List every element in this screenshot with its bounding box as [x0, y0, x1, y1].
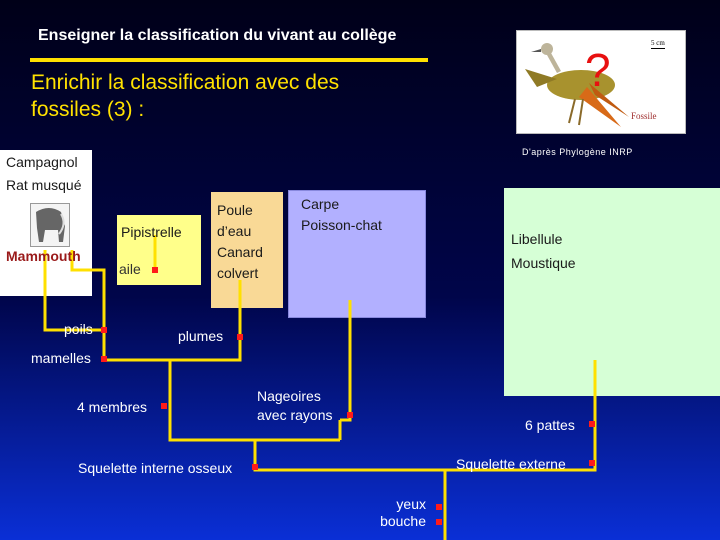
trait-mamelles: mamelles: [31, 350, 91, 366]
node-yeux: [436, 504, 442, 510]
label-birds: Poule d’eau Canard colvert: [217, 200, 263, 284]
label-moustique: Moustique: [511, 255, 576, 271]
trait-yeux: yeux: [396, 496, 426, 512]
label-colvert: colvert: [217, 265, 259, 281]
trait-squelette-externe: Squelette externe: [456, 456, 566, 472]
scale-label: 5 cm: [651, 39, 665, 49]
trait-poils: poils: [64, 321, 93, 337]
label-fish: Carpe Poisson-chat: [301, 194, 382, 236]
trait-nageoires: Nageoires avec rayons: [257, 387, 332, 425]
node-nageoires: [347, 412, 353, 418]
label-poule: Poule: [217, 202, 253, 218]
trait-nageoires-line-2: avec rayons: [257, 407, 333, 423]
label-deau: d’eau: [217, 223, 252, 239]
panel-insects: [504, 188, 720, 396]
mammoth-image: [30, 203, 70, 247]
trait-yeux-bouche: yeux bouche: [376, 496, 426, 530]
trait-nageoires-line-1: Nageoires: [257, 388, 321, 404]
node-4-membres: [161, 403, 167, 409]
trait-plumes: plumes: [178, 328, 224, 344]
subtitle-line-2: fossiles (3) :: [31, 98, 145, 121]
panel-fish: [288, 190, 426, 318]
node-squelette-externe: [589, 460, 595, 466]
label-insects: Libellule Moustique: [511, 227, 576, 275]
node-6-pattes: [589, 421, 595, 427]
trait-bouche: bouche: [380, 513, 426, 529]
title-underline: [30, 58, 428, 62]
panel-birds: [211, 192, 283, 308]
label-canard: Canard: [217, 244, 263, 260]
node-mamelles: [101, 356, 107, 362]
label-mammouth: Mammouth: [6, 248, 81, 264]
trait-squelette-interne: Squelette interne osseux: [78, 460, 233, 476]
slide-subtitle: Enrichir la classification avec des foss…: [31, 69, 451, 123]
trait-aile: aile: [119, 261, 141, 277]
mammoth-icon: [36, 208, 65, 242]
panel-bat: [117, 215, 201, 285]
fossil-caption: Fossile: [631, 111, 657, 121]
label-libellule: Libellule: [511, 231, 563, 247]
fossil-bird-image: ? Fossile 5 cm: [516, 30, 686, 134]
tree-branches: [43, 235, 597, 540]
node-poils: [101, 327, 107, 333]
node-bouche: [436, 519, 442, 525]
label-carpe: Carpe: [301, 196, 340, 212]
question-mark: ?: [585, 44, 611, 96]
header-title: Enseigner la classification du vivant au…: [38, 27, 397, 44]
label-pipistrelle: Pipistrelle: [121, 224, 182, 240]
credit-text: D'après Phylogène INRP: [522, 147, 633, 157]
node-plumes: [237, 334, 243, 340]
node-squelette-interne: [252, 464, 258, 470]
node-aile: [152, 267, 158, 273]
archaeopteryx-icon: [525, 43, 629, 127]
subtitle-line-1: Enrichir la classification avec des: [31, 71, 340, 94]
trait-6-pattes: 6 pattes: [525, 417, 575, 433]
label-campagnol: Campagnol: [6, 154, 78, 170]
label-poisson-chat: Poisson-chat: [301, 217, 382, 233]
label-rat-musque: Rat musqué: [6, 177, 82, 193]
trait-4-membres: 4 membres: [77, 399, 148, 415]
